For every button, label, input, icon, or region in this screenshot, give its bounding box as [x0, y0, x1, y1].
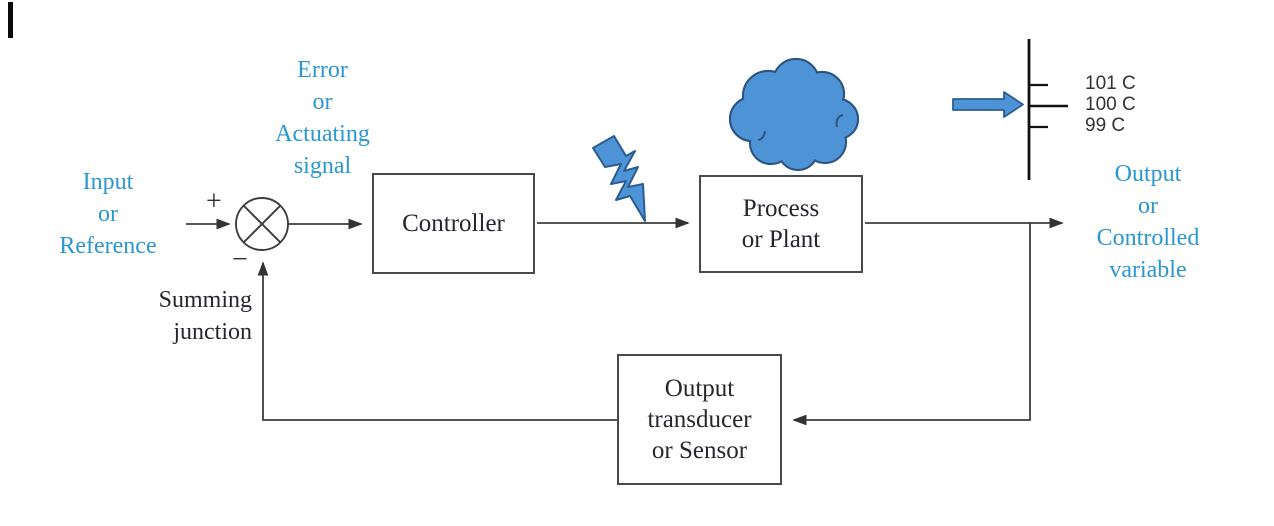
output-transducer-block: Output transducer or Sensor	[617, 354, 782, 485]
error-actuating-label: Error or Actuating signal	[275, 57, 370, 179]
temp-label-101: 101 C	[1085, 73, 1136, 94]
feedback-return-line	[257, 261, 617, 421]
temperature-pointer-arrow-icon	[952, 91, 1024, 118]
summing-cross-2	[242, 204, 282, 244]
temp-label-99: 99 C	[1085, 115, 1126, 136]
cloud-notch-1	[835, 114, 844, 128]
summing-junction-label: Summing junction	[158, 287, 252, 345]
process-block: Process or Plant	[699, 175, 863, 273]
plus-sign: +	[206, 186, 222, 217]
output-controlled-label: Output or Controlled variable	[1096, 161, 1200, 283]
cloud-notch-2	[757, 130, 766, 141]
feedback-branch-line	[792, 223, 1031, 426]
controller-block: Controller	[372, 173, 535, 274]
cloud-icon-fill	[731, 60, 857, 169]
minus-sign: −	[232, 244, 248, 275]
temp-label-100: 100 C	[1085, 94, 1136, 115]
page-edge-mark	[8, 2, 13, 38]
input-reference-label: Input or Reference	[59, 169, 157, 259]
lightning-bolt-icon	[592, 135, 646, 222]
